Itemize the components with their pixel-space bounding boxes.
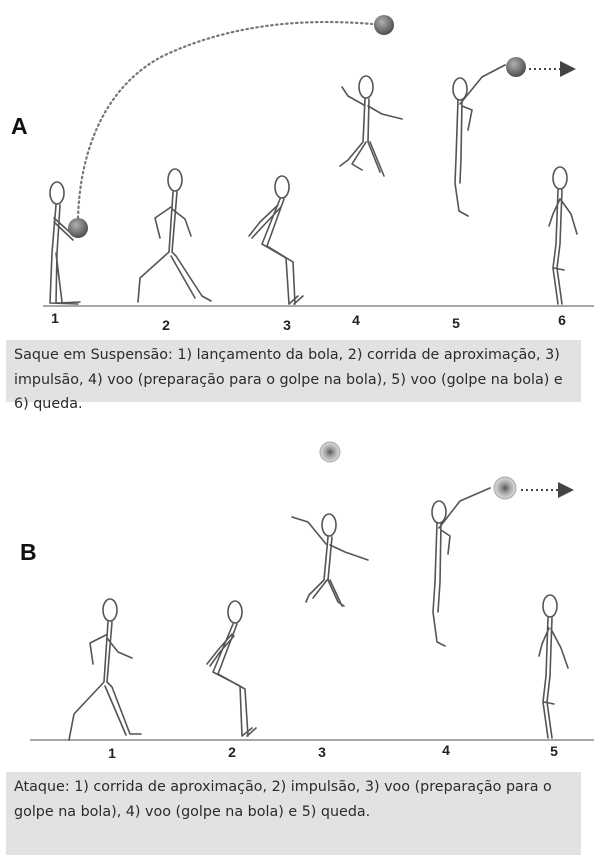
figure-a5-strike xyxy=(453,57,568,216)
figure-b2-impulse xyxy=(207,601,256,736)
step-number-b3: 3 xyxy=(312,744,332,760)
step-number-a1: 1 xyxy=(45,310,65,326)
step-number-b1: 1 xyxy=(102,745,122,761)
ball-top xyxy=(374,15,394,35)
ball-struck-b xyxy=(494,477,516,499)
step-number-a2: 2 xyxy=(156,317,176,333)
panel-a-illustration xyxy=(0,0,594,322)
figure-b1-approach-run xyxy=(69,599,141,740)
ball-top-b xyxy=(320,442,340,462)
ball-struck-a xyxy=(506,57,526,77)
step-number-a3: 3 xyxy=(277,317,297,333)
panel-a-jump-serve: A 1 2 3 4 5 6 xyxy=(0,0,594,322)
ball-in-hand xyxy=(68,218,88,238)
caption-b-term: Ataque: xyxy=(14,779,70,795)
step-number-b5: 5 xyxy=(544,743,564,759)
ball-trajectory xyxy=(78,22,372,218)
panel-b-attack: B 1 2 3 4 5 xyxy=(0,402,594,775)
caption-panel-a: Saque em Suspensão: 1) lançamento da bol… xyxy=(6,340,581,402)
figure-b5-landing xyxy=(539,595,568,738)
figure-b4-strike xyxy=(432,477,566,646)
caption-b-text: 1) corrida de aproximação, 2) impulsão, … xyxy=(14,779,552,820)
figure-a2-approach-run xyxy=(138,169,211,302)
step-number-b2: 2 xyxy=(222,744,242,760)
caption-a-term: Saque em Suspensão: xyxy=(14,347,173,363)
figure-b3-flight-prep xyxy=(292,514,368,606)
caption-panel-b: Ataque: 1) corrida de aproximação, 2) im… xyxy=(6,772,581,855)
figure-a3-impulse xyxy=(249,176,303,304)
step-number-a6: 6 xyxy=(552,312,572,328)
figure-a1-ball-toss xyxy=(50,182,88,304)
figure-a6-landing xyxy=(549,167,577,304)
figure-a4-flight-prep xyxy=(340,76,402,176)
step-number-a4: 4 xyxy=(346,312,366,328)
panel-b-label: B xyxy=(20,539,37,566)
step-number-b4: 4 xyxy=(436,742,456,758)
panel-b-illustration xyxy=(0,402,594,775)
step-number-a5: 5 xyxy=(446,315,466,331)
panel-a-label: A xyxy=(11,113,28,140)
